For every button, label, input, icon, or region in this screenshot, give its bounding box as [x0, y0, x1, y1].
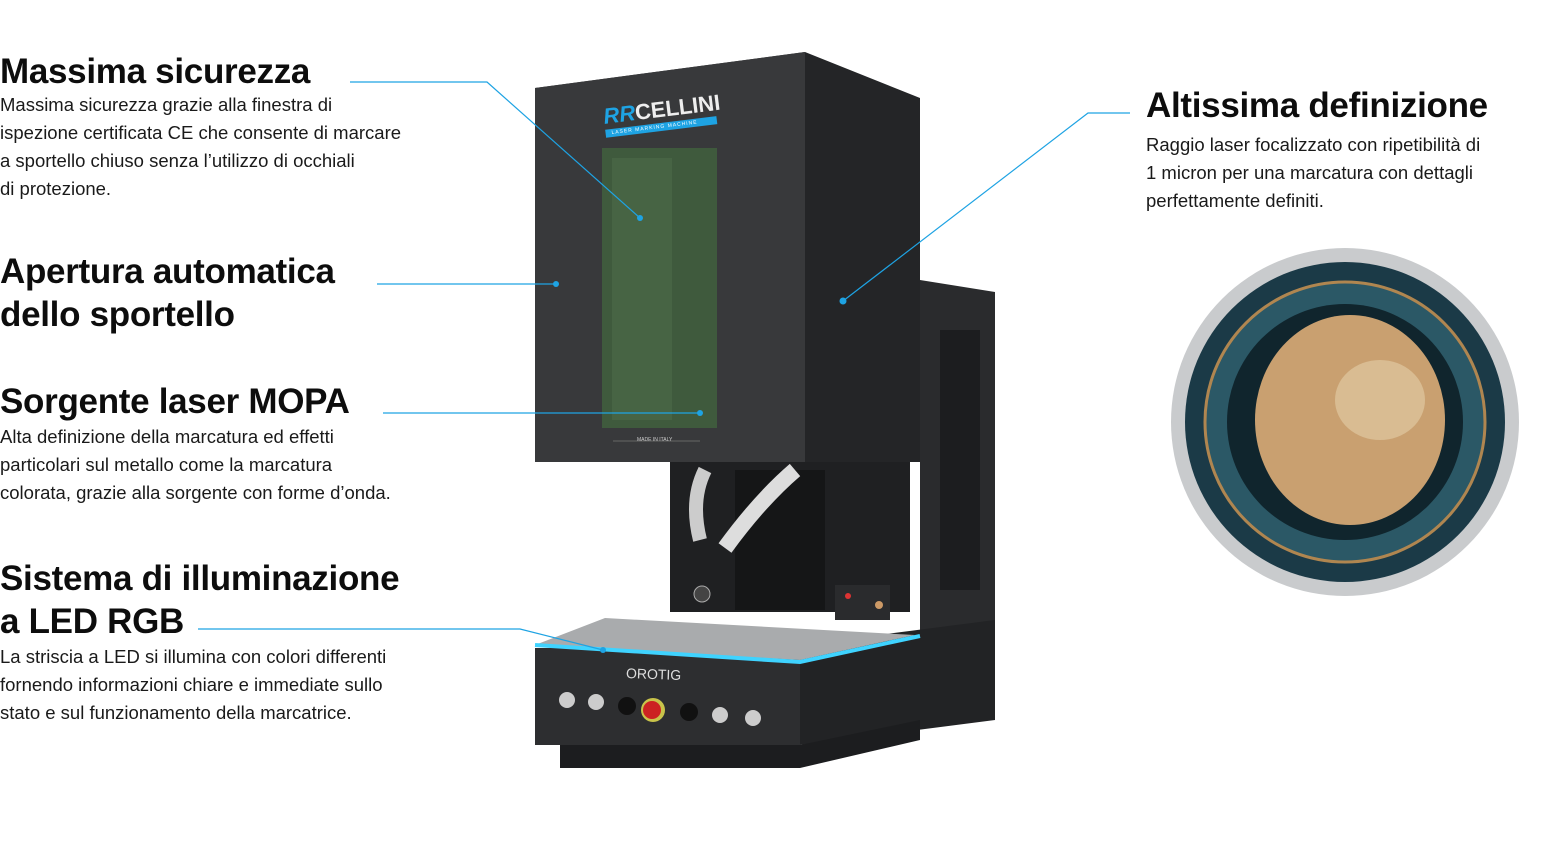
base-front [535, 648, 800, 745]
feature-body: Massima sicurezza grazie alla finestra d… [0, 94, 402, 199]
feature-body: La striscia a LED si illumina con colori… [0, 646, 387, 723]
fume-hose [689, 466, 712, 542]
feature-safety: Massima sicurezza Massima sicurezza graz… [0, 50, 401, 203]
vent-grille [940, 330, 980, 590]
feature-mopa: Sorgente laser MOPA Alta definizione del… [0, 380, 391, 507]
led-strip [534, 634, 921, 665]
made-in-label: MADE IN ITALY [637, 437, 673, 443]
feature-door: Apertura automatica dello sportello [0, 252, 335, 334]
feature-title: Massima sicurezza [0, 52, 311, 91]
base-logo: OROTIG [625, 665, 682, 683]
leader-lines [198, 81, 1130, 651]
feature-definition: Altissima definizione Raggio laser focal… [1146, 84, 1488, 215]
feature-body: Alta definizione della marcatura ed effe… [0, 426, 391, 503]
feature-body: Raggio laser focalizzato con ripetibilit… [1146, 134, 1481, 211]
feature-led: Sistema di illuminazione a LED RGB La st… [0, 557, 400, 727]
